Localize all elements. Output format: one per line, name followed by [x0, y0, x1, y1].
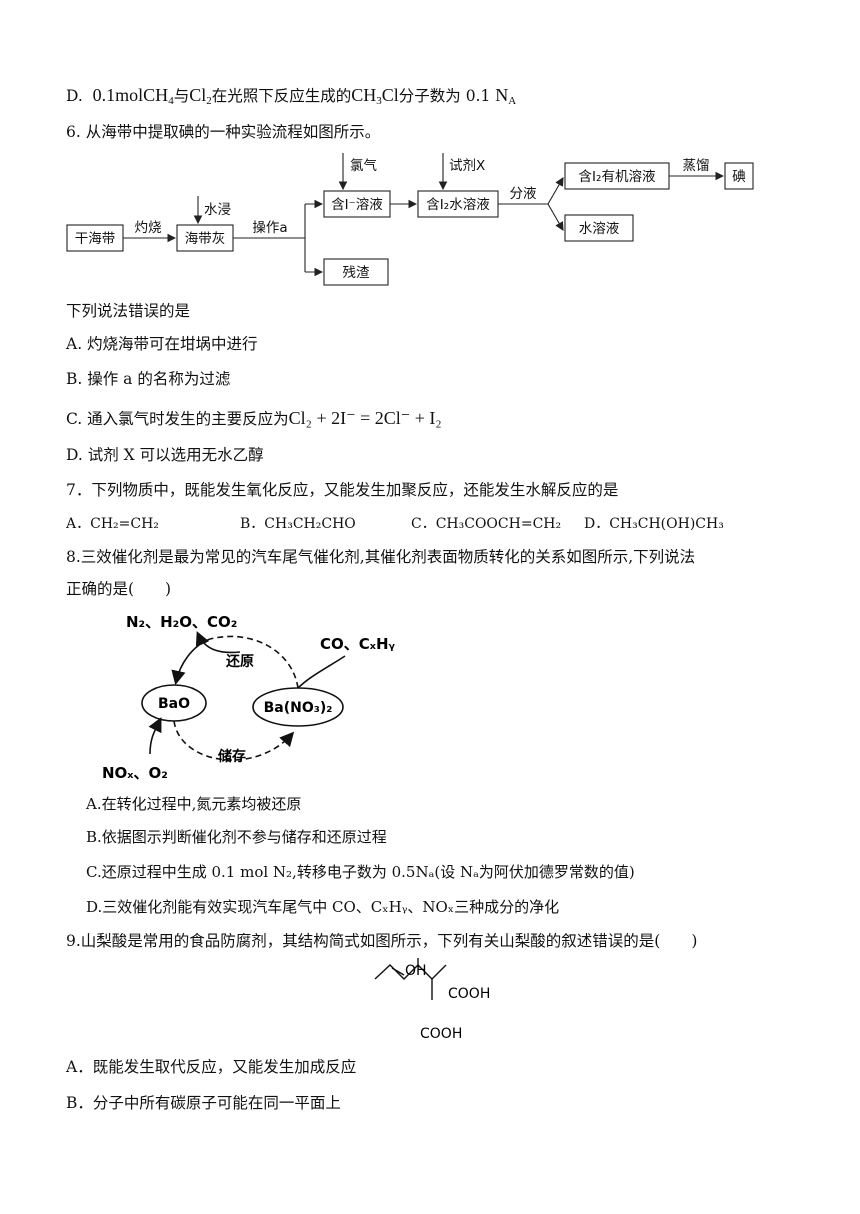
q8-option-c: C.还原过程中生成 0.1 mol N₂,转移电子数为 0.5Nₐ(设 Nₐ为阿…	[86, 863, 635, 881]
flow-box-ash	[176, 224, 234, 252]
diagram-reduce-arc	[209, 635, 299, 689]
flow-arrow-to-organic	[547, 177, 564, 205]
flow-text-aqueous: 水溶液	[579, 221, 620, 237]
diagram-reactants-arrow	[148, 717, 162, 755]
flow-box-i2-water	[417, 190, 499, 218]
structure-double-bond	[391, 967, 405, 976]
flow-label-chlorine: 氯气	[350, 158, 377, 174]
q7-stem: 7．下列物质中，既能发生氧化反应，又能发生加聚反应，还能发生水解反应的是	[66, 481, 619, 499]
q8-cycle-diagram: N₂、H₂O、CO₂ CO、CₓHᵧ BaO Ba(NO₃)₂ 还原 储存 NO…	[102, 613, 396, 782]
q8-option-b: B.依据图示判断催化剂不参与储存和还原过程	[86, 828, 387, 846]
flow-box-dry-kelp	[66, 224, 124, 252]
q6-flow-diagram: 干海带 海带灰 含I⁻溶液 残渣 含I₂水溶液 含I₂有机溶液 碘 水溶液 灼烧…	[66, 153, 754, 286]
flow-text-dry-kelp: 干海带	[75, 231, 116, 247]
diagram-top-products: N₂、H₂O、CO₂	[126, 613, 237, 631]
structure-cooh-right: COOH	[448, 986, 490, 1002]
q7-option-c: C．CH₃COOCH=CH₂	[411, 516, 562, 532]
diagram-store-arc	[173, 720, 295, 761]
flow-box-iodine	[724, 162, 754, 190]
q6-option-b: B. 操作 a 的名称为过滤	[66, 370, 231, 388]
flow-label-soak: 水浸	[204, 202, 231, 218]
flow-label-op-a: 操作a	[252, 220, 287, 236]
flow-box-residue	[323, 258, 389, 286]
diagram-reductants: CO、CₓHᵧ	[320, 635, 396, 653]
q6-stem: 6. 从海带中提取碘的一种实验流程如图所示。	[66, 123, 381, 141]
flow-text-ash: 海带灰	[185, 231, 226, 247]
diagram-bao-label: BaO	[158, 696, 190, 712]
flow-label-distill: 蒸馏	[683, 158, 710, 174]
flow-arrow-to-aqueous	[547, 203, 564, 231]
flow-label-reagent-x: 试剂X	[449, 158, 485, 174]
q6-option-a: A. 灼烧海带可在坩埚中进行	[66, 335, 258, 353]
flow-box-iodide	[323, 190, 391, 218]
flow-box-i2-organic	[564, 162, 670, 190]
flow-text-iodide: 含I⁻溶液	[331, 197, 383, 213]
q8-option-d: D.三效催化剂能有效实现汽车尾气中 CO、CₓHᵧ、NOₓ三种成分的净化	[86, 898, 560, 916]
q9-option-a: A．既能发生取代反应，又能发生加成反应	[66, 1058, 357, 1076]
q6-option-c: C. 通入氯气时发生的主要反应为Cl₂ + 2I⁻ = 2Cl⁻ + I₂	[66, 408, 442, 428]
diagram-reduce-arrow	[171, 638, 211, 686]
q7-option-b: B．CH₃CH₂CHO	[240, 516, 356, 532]
flow-text-i2-water: 含I₂水溶液	[426, 197, 490, 213]
flow-text-residue: 残渣	[343, 265, 370, 281]
q8-stem-line1: 8.三效催化剂是最为常见的汽车尾气催化剂,其催化剂表面物质转化的关系如图所示,下…	[66, 548, 696, 566]
structure-cooh-bottom: COOH	[420, 1026, 462, 1042]
q8-stem-line2: 正确的是( )	[66, 580, 172, 598]
q9-structure-diagram: OH COOH COOH	[374, 958, 490, 1042]
flow-label-burn: 灼烧	[135, 220, 162, 236]
q6-question: 下列说法错误的是	[66, 302, 191, 320]
structure-skeleton	[374, 964, 447, 980]
diagram-reductants-arrow	[297, 655, 346, 689]
flow-text-iodine: 碘	[732, 169, 746, 185]
q9-stem: 9.山梨酸是常用的食品防腐剂，其结构简式如图所示，下列有关山梨酸的叙述错误的是(…	[66, 932, 698, 950]
flow-box-aqueous	[564, 214, 634, 242]
flow-text-i2-organic: 含I₂有机溶液	[579, 169, 656, 185]
q9-option-b: B．分子中所有碳原子可能在同一平面上	[66, 1094, 341, 1112]
q7-option-d: D．CH₃CH(OH)CH₃	[584, 516, 724, 532]
q5-option-d: D. 0.1molCH4与Cl2在光照下反应生成的CH3Cl分子数为 0.1 N…	[66, 85, 517, 107]
q6-option-d: D. 试剂 X 可以选用无水乙醇	[66, 446, 264, 464]
q7-option-a: A．CH₂=CH₂	[66, 516, 159, 532]
diagram-reduce-label: 还原	[225, 653, 254, 670]
diagram-store-label: 储存	[217, 748, 246, 765]
diagram-bano3-label: Ba(NO₃)₂	[264, 700, 333, 716]
diagram-products-arrow	[195, 631, 241, 654]
structure-oh-label: OH	[405, 963, 427, 979]
flow-label-separate: 分液	[510, 186, 538, 202]
q8-option-a: A.在转化过程中,氮元素均被还原	[86, 795, 302, 813]
diagram-reactants: NOₓ、O₂	[102, 764, 168, 782]
